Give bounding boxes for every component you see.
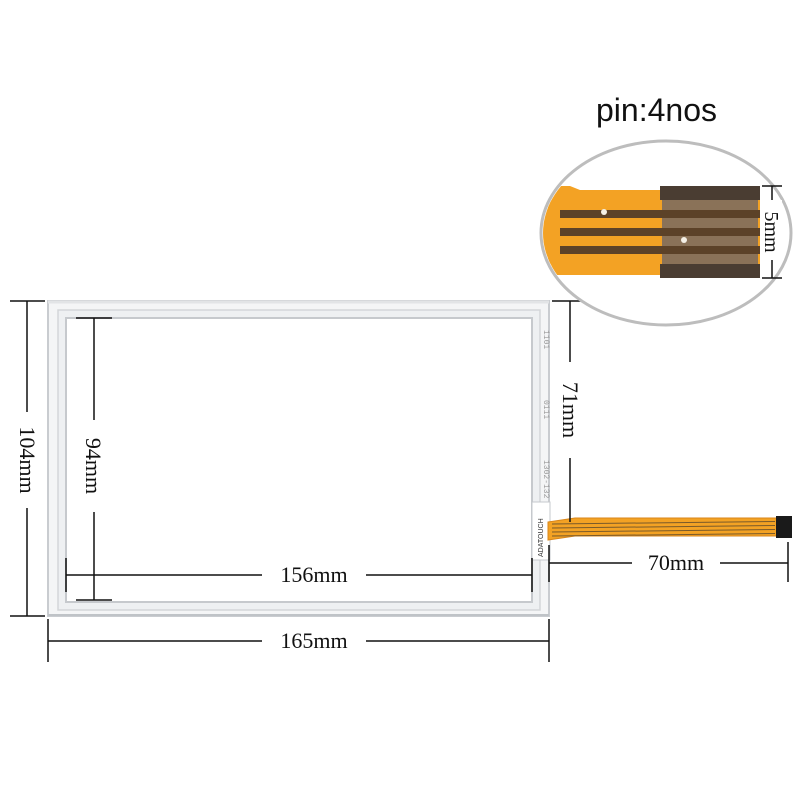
flex-trace-3 (551, 529, 776, 533)
flex-stiffener (776, 516, 792, 538)
zoom-trace-3 (548, 236, 760, 246)
zoom-trace-1 (548, 200, 760, 210)
dim-70-label: 70mm (648, 550, 704, 575)
dim-165-label: 165mm (280, 628, 347, 653)
pin-count-title: pin:4nos (596, 92, 717, 128)
dim-94-label: 94mm (81, 438, 106, 494)
zoom-gap-1 (560, 210, 760, 218)
flex-tail (547, 516, 792, 541)
zoom-gap-3 (560, 246, 760, 254)
zoom-trace-4 (548, 254, 760, 264)
zoom-contact-3 (662, 236, 758, 246)
dimensions (10, 300, 789, 662)
zoom-contact-4 (662, 254, 758, 264)
touch-panel: 1302-132 0111 1101 ADATOUCH (47, 300, 551, 617)
zoom-contact-1 (662, 200, 758, 210)
flex-trace-4 (551, 533, 776, 537)
zoom-trace-2 (548, 218, 760, 228)
dim-5-label: 5mm (760, 211, 782, 253)
dim-71-label: 71mm (558, 382, 583, 438)
connector-zoom-inset: 5mm (539, 139, 793, 327)
dim-104-label: 104mm (15, 426, 40, 493)
zoom-speck-2 (681, 237, 687, 243)
zoom-gap-2 (560, 228, 760, 236)
panel-active-area (65, 317, 533, 603)
zoom-contact-2 (662, 218, 758, 228)
brand-label: ADATOUCH (538, 518, 545, 557)
part-code-1: 1302-132 (541, 460, 550, 499)
dim-5-label-bg (762, 200, 782, 260)
zoom-speck-1 (601, 209, 607, 215)
flex-trace-1 (551, 521, 776, 525)
part-code-2: 0111 (541, 400, 550, 419)
part-code-3: 1101 (541, 330, 550, 349)
dim-156-label: 156mm (280, 562, 347, 587)
flex-trace-2 (551, 525, 776, 529)
flex-cable (547, 517, 781, 541)
